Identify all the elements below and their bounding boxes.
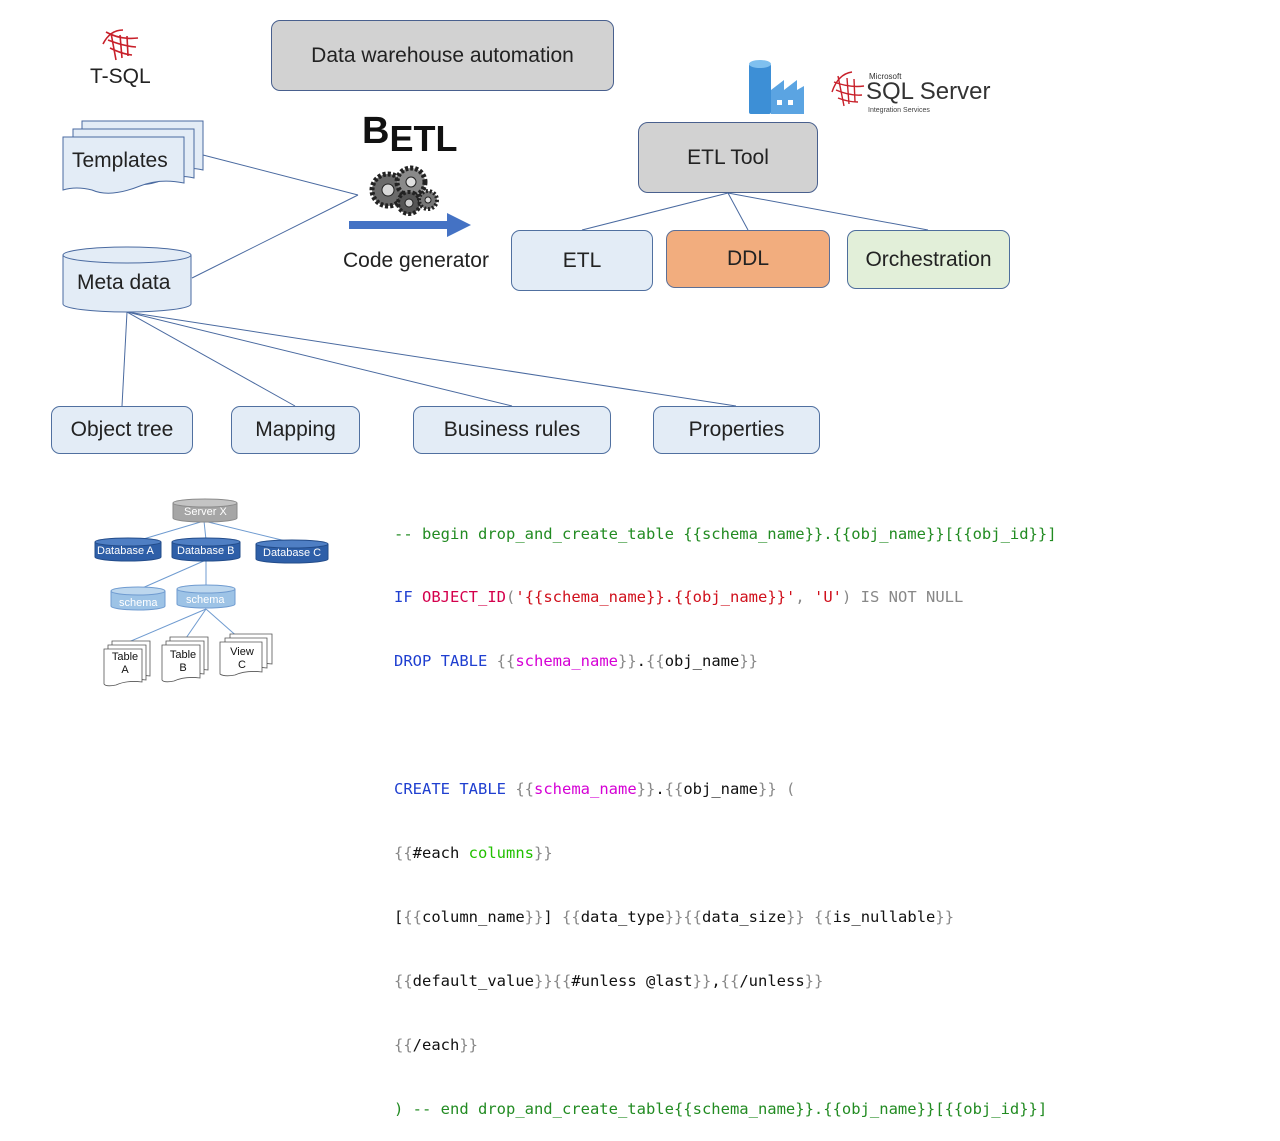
- code-line-8: {{default_value}}{{#unless @last}},{{/un…: [394, 971, 824, 990]
- tree-object-c-type: View: [230, 646, 254, 658]
- business-rules-box: Business rules: [413, 406, 611, 454]
- code-line-1-text: -- begin drop_and_create_table {{schema_…: [394, 524, 1057, 543]
- etl-tool-connectors: [581, 192, 929, 231]
- code-line-6: {{#each columns}}: [394, 844, 553, 863]
- diagram-canvas: [62, 29, 929, 687]
- tree-object-a: Table A: [108, 651, 142, 677]
- tree-database-c-label: Database C: [263, 547, 322, 559]
- tree-object-a-type: Table: [111, 651, 139, 663]
- output-orchestration-box: Orchestration: [847, 230, 1010, 289]
- templates-document-stack-icon: [62, 120, 204, 194]
- data-factory-icon: [749, 60, 804, 114]
- tree-object-a-name: A: [121, 664, 129, 676]
- code-line-9: {{/each}}: [394, 1035, 479, 1054]
- mapping-box: Mapping: [231, 406, 360, 454]
- tsql-logo-icon: [102, 29, 139, 61]
- tree-object-b-name: B: [179, 662, 187, 674]
- tsql-logo-text: T-SQL: [90, 65, 151, 88]
- code-line-10-text: ) -- end drop_and_create_table{{schema_n…: [394, 1099, 1048, 1118]
- properties-box: Properties: [653, 406, 820, 454]
- code-generator-arrow-icon: [349, 213, 471, 237]
- code-line-10: ) -- end drop_and_create_table{{schema_n…: [394, 1099, 1057, 1120]
- code-line-5: CREATE TABLE {{schema_name}}.{{obj_name}…: [394, 780, 796, 799]
- tree-schema-1-label: schema: [119, 597, 158, 609]
- code-line-1: -- begin drop_and_create_table {{schema_…: [394, 524, 1057, 545]
- tree-database-a-label: Database A: [97, 545, 154, 557]
- code-line-3: DROP TABLE {{schema_name}}.{{obj_name}}: [394, 652, 759, 671]
- sql-server-small-text: Microsoft: [869, 72, 902, 81]
- tree-server-label: Server X: [184, 506, 227, 518]
- betl-logo-rest: ETL: [389, 118, 458, 159]
- sql-server-name: SQL Server: [866, 78, 991, 105]
- etl-tool-box: ETL Tool: [638, 122, 818, 193]
- object-tree-diagram: [94, 498, 329, 687]
- templates-label: Templates: [72, 149, 168, 172]
- tree-object-b: Table B: [166, 649, 200, 675]
- meta-data-connectors: [121, 311, 737, 407]
- title-box: Data warehouse automation: [271, 20, 614, 91]
- betl-logo: BETL: [362, 110, 457, 157]
- tree-database-b-label: Database B: [177, 545, 235, 557]
- gears-icon: [369, 165, 439, 216]
- tree-object-b-type: Table: [169, 649, 197, 661]
- output-etl-box: ETL: [511, 230, 653, 291]
- object-tree-box: Object tree: [51, 406, 193, 454]
- sql-server-sub: Integration Services: [868, 107, 930, 114]
- meta-data-label: Meta data: [77, 271, 171, 294]
- sql-code-template: -- begin drop_and_create_table {{schema_…: [394, 481, 1057, 1141]
- tree-object-c: View C: [224, 646, 260, 672]
- tree-object-c-name: C: [238, 659, 246, 671]
- output-ddl-box: DDL: [666, 230, 830, 288]
- code-line-7: [{{column_name}}] {{data_type}}{{data_si…: [394, 907, 955, 926]
- meta-data-cylinder-icon: [62, 246, 192, 313]
- code-generator-label: Code generator: [343, 249, 489, 272]
- sql-server-logo-icon: [831, 71, 865, 107]
- code-line-4: [394, 715, 1057, 736]
- generator-connectors: [191, 154, 359, 279]
- tree-schema-2-label: schema: [186, 594, 225, 606]
- code-line-2: IF OBJECT_ID('{{schema_name}}.{{obj_name…: [394, 588, 964, 607]
- betl-logo-big: B: [362, 110, 390, 152]
